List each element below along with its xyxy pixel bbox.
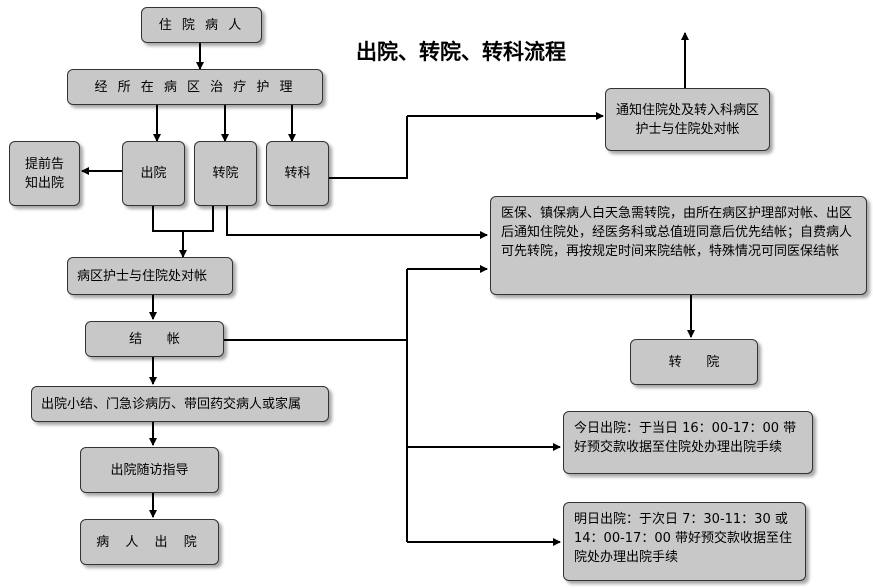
- line-transfer-down: [183, 206, 214, 232]
- node-discharge: 出院: [122, 141, 185, 206]
- node-transfer-hospital: 转院: [194, 141, 257, 206]
- node-patient-out: 病 人 出 院: [80, 519, 219, 565]
- node-summary: 出院小结、门急诊病历、带回药交病人或家属: [31, 386, 329, 422]
- diagram-title: 出院、转院、转科流程: [356, 39, 566, 64]
- node-notify-early: 提前告知出院: [9, 141, 80, 206]
- line-transfer-dept-to-notify: [329, 116, 408, 179]
- node-insurance-rule: 医保、镇保病人白天急需转院，由所在病区护理部对帐、出区后通知住院处，经医务科或总…: [490, 196, 867, 295]
- node-settle: 结 帐: [85, 321, 224, 357]
- node-followup: 出院随访指导: [80, 447, 219, 493]
- node-treatment: 经 所 在 病 区 治 疗 护 理: [67, 69, 323, 105]
- node-today-discharge: 今日出院：于当日 16：00-17：00 带好预交款收据至住院处办理出院手续: [563, 411, 813, 474]
- node-transfer-dept: 转科: [266, 141, 329, 206]
- node-tomorrow-discharge: 明日出院：于次日 7：30-11：30 或 14：00-17：00 带好预交款收…: [563, 502, 806, 581]
- node-patient-in: 住 院 病 人: [141, 7, 262, 43]
- node-ward-reconcile: 病区护士与住院处对帐: [67, 257, 233, 295]
- line-discharge-down: [152, 206, 183, 232]
- node-transfer-done: 转 院: [630, 339, 758, 385]
- arrow-transfer-to-insurance: [226, 206, 488, 239]
- node-notify-transfer: 通知住院处及转入科病区护士与住院处对帐: [605, 88, 770, 151]
